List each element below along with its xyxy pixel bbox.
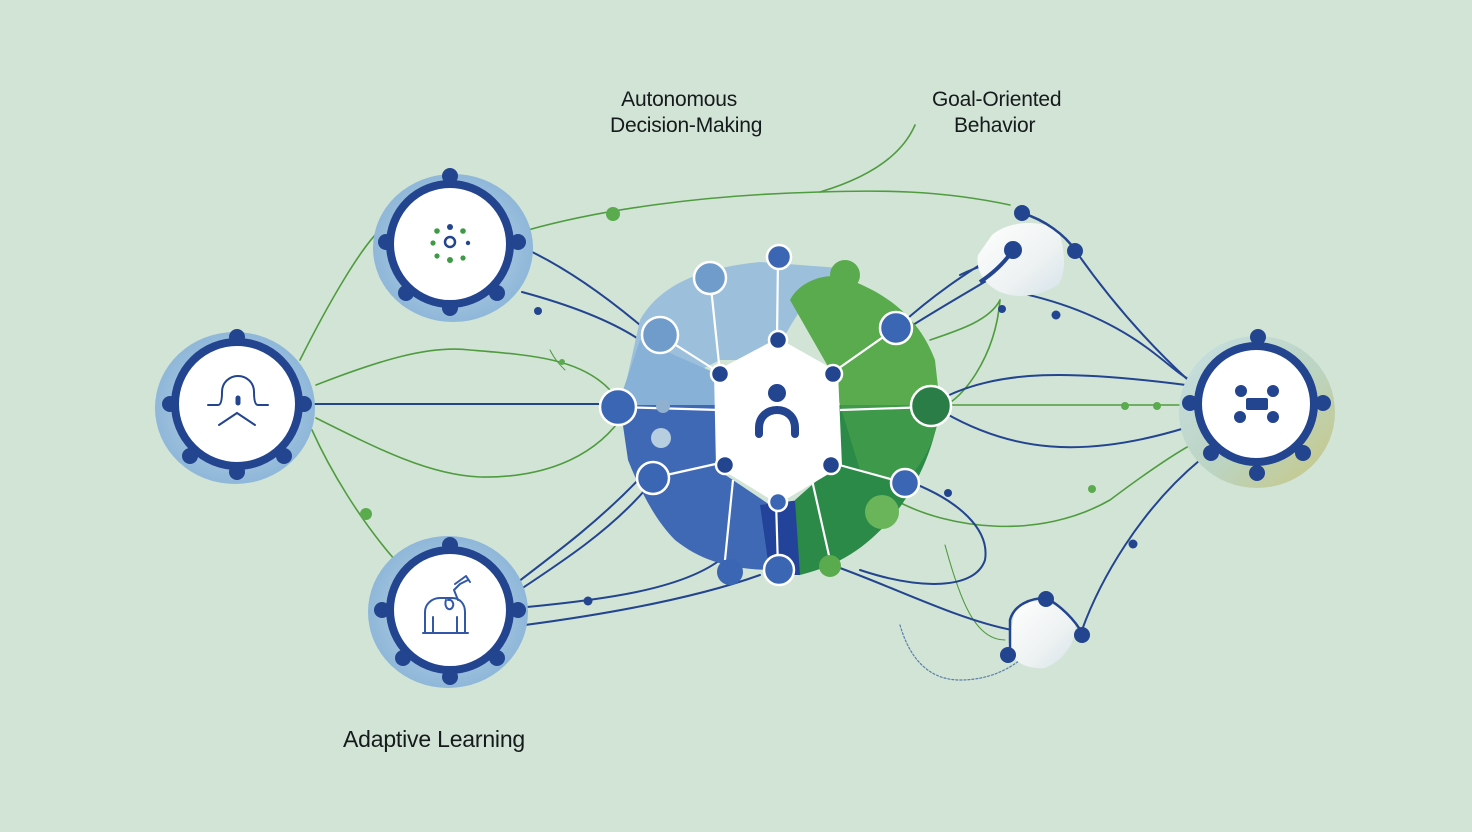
connector-line <box>549 349 566 371</box>
line-node <box>360 508 372 520</box>
connector-line <box>894 439 1201 528</box>
person-icon <box>755 384 799 438</box>
hub-node <box>819 555 841 577</box>
connector-line <box>944 412 1186 449</box>
hub-sector-green-mid <box>840 405 940 485</box>
connector-line <box>899 624 1021 681</box>
connector-line <box>839 567 1013 631</box>
connector-line <box>944 373 1187 398</box>
hub-sector-light-blue <box>618 340 720 410</box>
connector-line <box>311 429 396 561</box>
connector-line <box>509 477 641 589</box>
hub-sector-green <box>790 276 940 405</box>
hub-node <box>909 384 953 428</box>
connector-line <box>527 249 641 326</box>
hub-inner-node <box>709 363 731 385</box>
central-hub[interactable] <box>598 243 953 587</box>
label-autonomous-decision-making: Autonomous Decision-Making <box>596 87 762 139</box>
cube-node-icon <box>977 223 1064 296</box>
connector-line <box>1074 249 1189 381</box>
label-line: Autonomous <box>621 88 738 111</box>
network-burst-icon <box>430 224 471 263</box>
connector-line <box>944 299 1001 406</box>
agent-node-bottom-left[interactable] <box>368 536 528 688</box>
connector-line <box>526 559 721 608</box>
hub-node <box>765 243 793 271</box>
connector-line <box>929 299 1001 341</box>
hub-node <box>651 428 671 448</box>
label-line: Behavior <box>954 114 1036 137</box>
connector-line <box>514 489 646 594</box>
line-node <box>559 359 565 365</box>
line-node <box>998 305 1006 313</box>
connector-line <box>521 291 641 341</box>
connector-line <box>299 231 379 361</box>
hub-node <box>865 495 899 529</box>
line-node <box>1153 402 1161 410</box>
hub-inner-node <box>714 454 736 476</box>
line-node <box>1088 485 1096 493</box>
hub-node <box>717 559 743 585</box>
signal-wave-icon <box>207 374 269 426</box>
agent-node-left[interactable] <box>155 329 315 484</box>
hub-node <box>889 467 921 499</box>
hub-node <box>830 260 860 290</box>
connector-line <box>1004 289 1188 379</box>
hub-inner-node <box>820 454 842 476</box>
connector-line <box>527 190 1011 231</box>
agent-node-bottom-right[interactable] <box>1000 591 1090 669</box>
cube-node-icon <box>1008 601 1076 669</box>
agent-node-right[interactable] <box>1179 329 1335 488</box>
hub-node <box>692 260 728 296</box>
connector-line <box>944 544 1006 641</box>
hub-sector-navy <box>760 500 800 575</box>
line-node <box>1128 539 1138 549</box>
line-node <box>583 596 593 606</box>
label-goal-oriented-behavior: Goal-Oriented Behavior <box>932 87 1061 139</box>
line-node <box>1051 310 1061 320</box>
hub-node <box>762 553 796 587</box>
connector-line <box>859 479 987 585</box>
label-line: Goal-Oriented <box>932 88 1062 111</box>
connector-line <box>315 417 621 478</box>
label-adaptive-learning: Adaptive Learning <box>343 726 526 752</box>
connector-line <box>1081 459 1201 631</box>
connection-lines <box>299 124 1201 681</box>
hub-core <box>714 338 842 504</box>
hub-node <box>878 310 914 346</box>
hub-inner-node <box>822 363 844 385</box>
connector-line <box>315 348 611 391</box>
connected-nodes-icon <box>1234 385 1279 423</box>
agent-node-top-right[interactable] <box>977 205 1083 296</box>
hub-node <box>640 315 680 355</box>
hub-inner-node <box>767 329 789 351</box>
line-node <box>534 307 542 315</box>
hub-inner-node <box>767 491 789 513</box>
hub-node <box>656 399 670 413</box>
hub-node <box>635 460 671 496</box>
line-node <box>944 489 952 497</box>
line-node <box>1121 402 1129 410</box>
agent-node-top-left[interactable] <box>373 168 533 322</box>
hub-node <box>598 387 638 427</box>
label-line: Decision-Making <box>610 114 763 137</box>
line-node <box>606 207 620 221</box>
elephant-learning-icon <box>422 575 471 634</box>
connector-line <box>819 124 916 193</box>
